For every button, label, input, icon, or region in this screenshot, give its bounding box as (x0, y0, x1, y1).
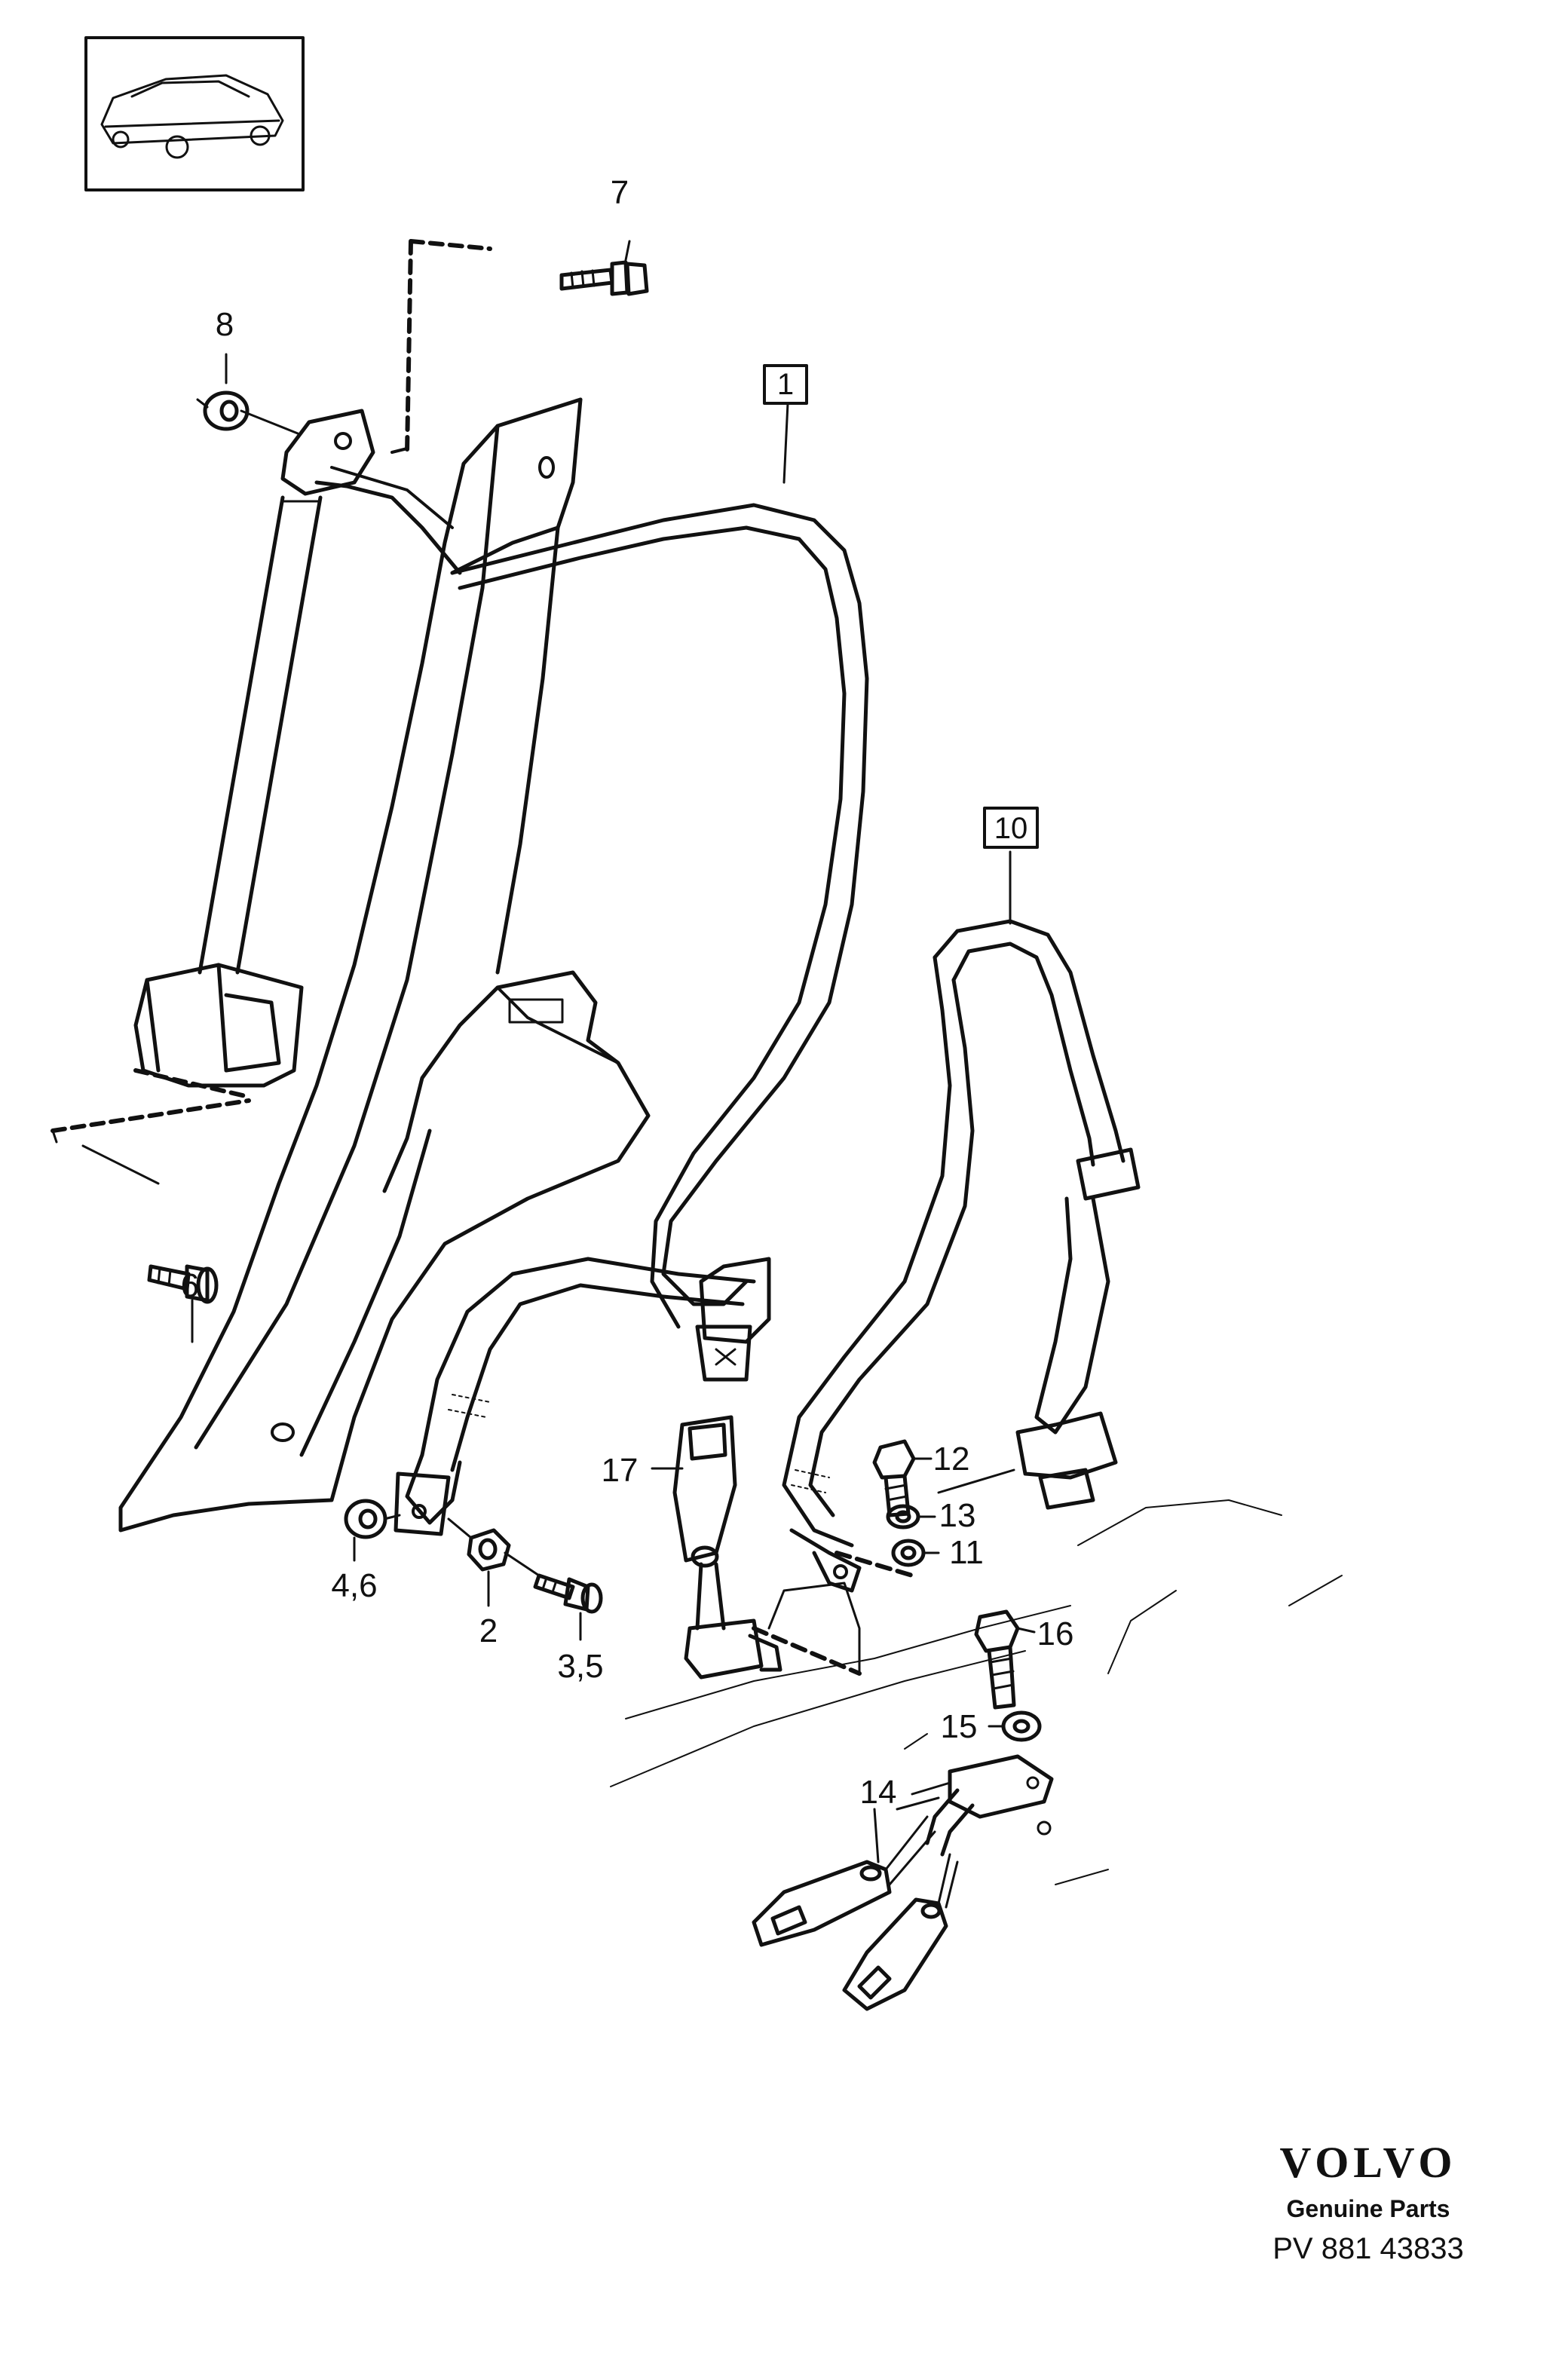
callout-4-6: 4,6 (331, 1567, 377, 1604)
double-buckle-14 (752, 1754, 1054, 2011)
callout-12: 12 (933, 1441, 970, 1478)
callout-10: 10 (994, 812, 1028, 845)
diagram-code: PV 881 43833 (1272, 2232, 1464, 2265)
bolt-7-icon (390, 239, 649, 455)
floor-anchor-plate (752, 1551, 914, 1676)
nut-2-icon (447, 1517, 511, 1607)
washer-4-6-icon (344, 1499, 401, 1562)
callout-7: 7 (611, 174, 629, 211)
brand-block: VOLVO Genuine Parts PV 881 43833 (1244, 2141, 1493, 2266)
main-belt-loop (394, 503, 869, 1536)
buckle-17 (672, 1415, 782, 1680)
volvo-logo: VOLVO (1279, 2138, 1457, 2187)
floor-outline (610, 1499, 1343, 1885)
callout-9: 9 (181, 1266, 199, 1303)
washer-13-icon (886, 1504, 936, 1530)
callout-1: 1 (777, 368, 794, 401)
callout-box-10 (983, 807, 1039, 849)
car-thumbnail-icon (84, 36, 305, 191)
callout-8: 8 (216, 306, 234, 343)
nut-11-icon (891, 1539, 940, 1567)
bolt-3-5-icon (504, 1551, 603, 1641)
upper-anchor-plate (280, 409, 462, 575)
bolt-16-icon (974, 1609, 1036, 1710)
callout-15: 15 (941, 1708, 978, 1745)
bolt-9-icon (51, 1068, 251, 1343)
callout-13: 13 (939, 1497, 976, 1534)
washer-15-icon (988, 1710, 1042, 1742)
callout-2: 2 (479, 1612, 498, 1649)
retractor-belt (133, 495, 323, 1088)
center-lap-belt (782, 919, 1141, 1593)
callout-17: 17 (602, 1452, 639, 1489)
callout-14: 14 (860, 1774, 897, 1811)
callout-3-5: 3,5 (557, 1648, 603, 1685)
callout-16: 16 (1037, 1615, 1074, 1652)
pillar-trim-panel (118, 397, 651, 1533)
bolt-12-icon (872, 1439, 933, 1517)
washer-8-icon (196, 353, 299, 435)
callout-box-1 (763, 364, 808, 405)
callout-11: 11 (949, 1534, 984, 1571)
genuine-parts-label: Genuine Parts (1286, 2195, 1450, 2222)
